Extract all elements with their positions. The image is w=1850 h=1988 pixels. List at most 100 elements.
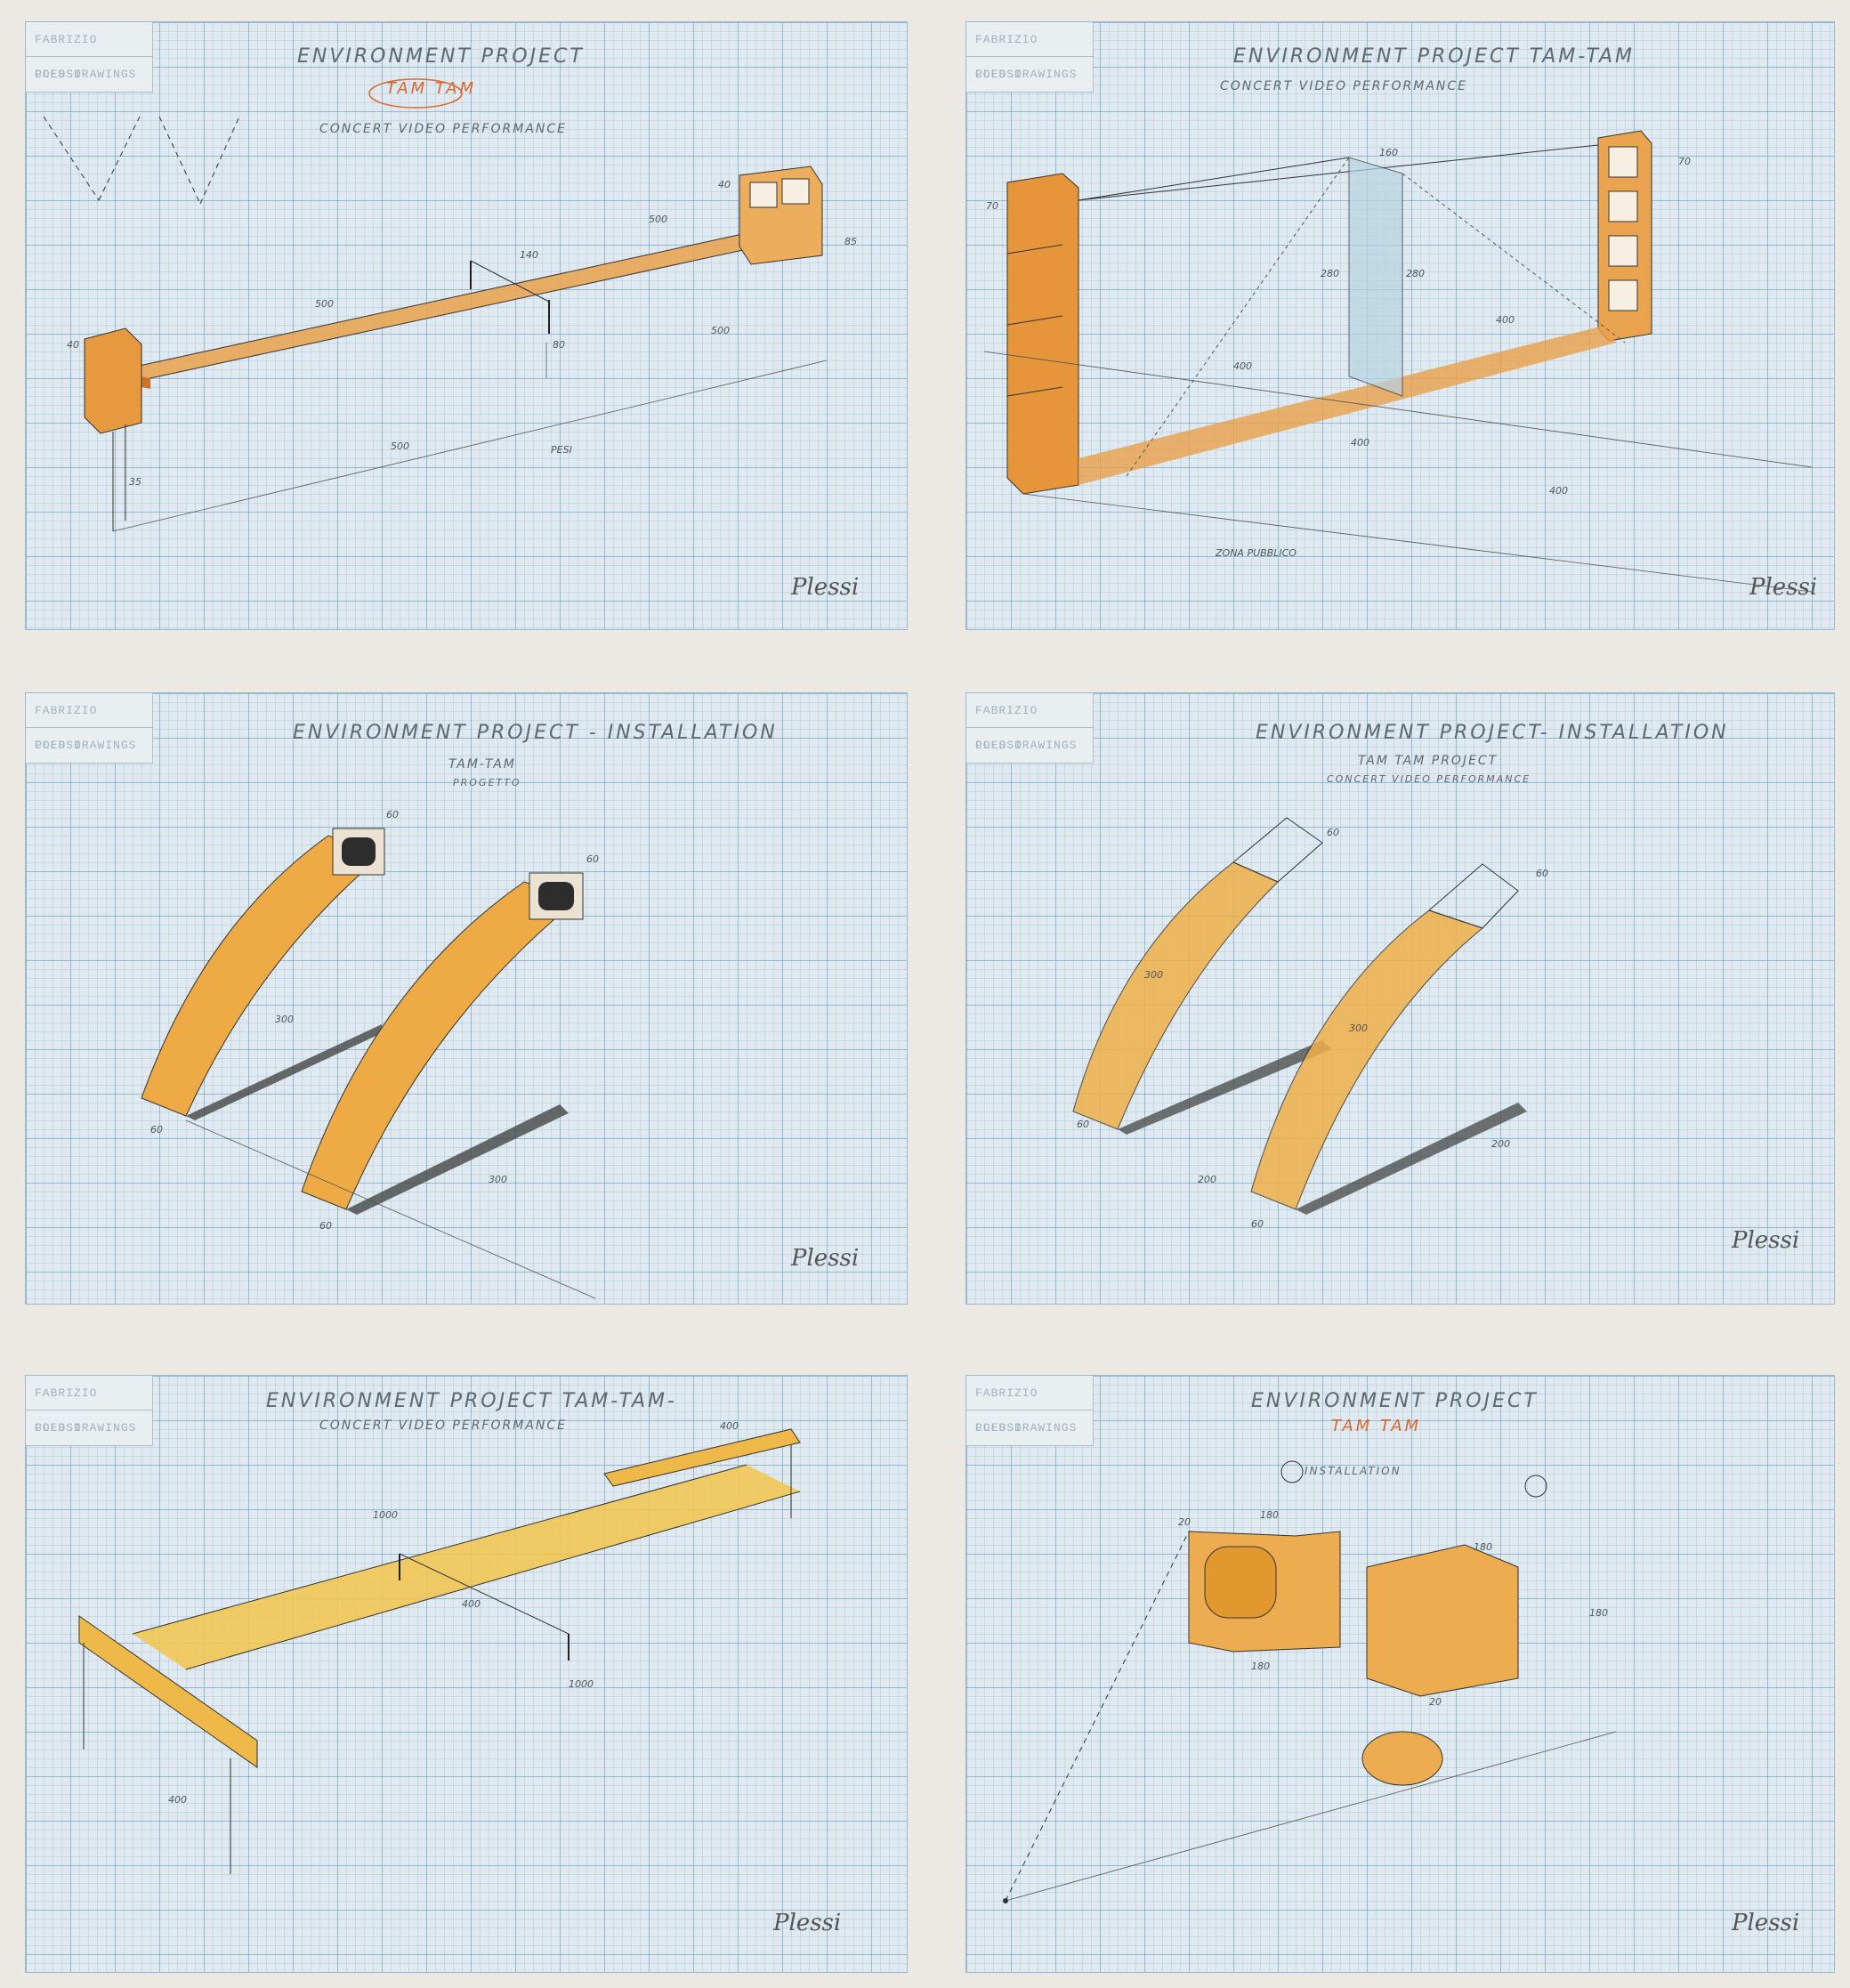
artist-stamp: FABRIZIO PLESSI COLD DRAWINGS <box>966 22 1094 93</box>
drawing-sheet-1: FABRIZIO PLESSI COLD DRAWINGS ENVIRONMEN… <box>0 0 925 659</box>
stamp-artist: FABRIZIO PLESSI <box>966 1376 1093 1434</box>
artist-stamp: FABRIZIO PLESSI COLD DRAWINGS <box>26 1376 153 1446</box>
dimension-label: 400 <box>1496 314 1515 326</box>
artist-signature: Plessi <box>1732 1910 1800 1936</box>
stamp-artist: FABRIZIO PLESSI <box>26 22 152 81</box>
drawing-caption: CONCERT VIDEO PERFORMANCE <box>1220 79 1467 93</box>
dimension-label: 200 <box>1491 1138 1510 1150</box>
dimension-label: 70 <box>986 200 998 212</box>
artist-signature: Plessi <box>1749 574 1818 601</box>
drawing-caption: CONCERT VIDEO PERFORMANCE <box>1327 773 1531 785</box>
graph-paper-6: FABRIZIO PLESSI COLD DRAWINGS ENVIRONMEN… <box>965 1375 1835 1973</box>
dimension-label: 300 <box>1144 969 1163 981</box>
dimension-label: 300 <box>1349 1022 1368 1034</box>
drawing-title: ENVIRONMENT PROJECT - INSTALLATION <box>293 722 778 744</box>
dimension-label: 400 <box>168 1794 187 1806</box>
dimension-label: 60 <box>386 809 399 820</box>
stamp-series: COLD DRAWINGS <box>975 739 1078 752</box>
drawing-subtitle: TAM TAM PROJECT <box>1358 754 1499 768</box>
graph-paper-4: FABRIZIO PLESSI COLD DRAWINGS ENVIRONMEN… <box>965 692 1835 1305</box>
dimension-label: 60 <box>586 853 599 865</box>
drawing-subtitle: TAM TAM <box>1331 1417 1422 1435</box>
sketch-curved-ramps <box>141 828 596 1299</box>
dimension-label: 200 <box>1198 1174 1216 1185</box>
drawing-sheet-5: FABRIZIO PLESSI COLD DRAWINGS ENVIRONMEN… <box>0 1330 925 1988</box>
sketch-curved-ramps-outline <box>1072 817 1527 1215</box>
drawing-caption: INSTALLATION <box>1305 1465 1402 1477</box>
stamp-artist: FABRIZIO PLESSI <box>26 693 152 752</box>
graph-paper-2: FABRIZIO PLESSI COLD DRAWINGS ENVIRONMEN… <box>965 21 1835 630</box>
graph-paper-5: FABRIZIO PLESSI COLD DRAWINGS ENVIRONMEN… <box>25 1375 908 1973</box>
dimension-label: 400 <box>1351 437 1369 449</box>
stamp-series: COLD DRAWINGS <box>975 68 1078 81</box>
artist-signature: Plessi <box>773 1910 842 1936</box>
dimension-label: 35 <box>129 476 141 488</box>
dimension-label: 60 <box>1327 827 1339 838</box>
dimension-label: 300 <box>275 1014 294 1025</box>
stamp-series: COLD DRAWINGS <box>35 68 137 81</box>
dimension-label: 70 <box>1678 156 1691 167</box>
dimension-label: 40 <box>718 179 731 190</box>
dimension-label: 400 <box>1549 485 1568 497</box>
dimension-label: 20 <box>1429 1696 1442 1708</box>
drawing-caption: CONCERT VIDEO PERFORMANCE <box>319 122 567 136</box>
dimension-label: 80 <box>553 339 565 351</box>
annotation-note: PESI <box>551 444 572 456</box>
dimension-label: 500 <box>711 325 730 336</box>
drawing-title: ENVIRONMENT PROJECT- INSTALLATION <box>1256 722 1729 744</box>
graph-paper-1: FABRIZIO PLESSI COLD DRAWINGS ENVIRONMEN… <box>25 21 908 630</box>
stamp-series: COLD DRAWINGS <box>35 739 137 752</box>
drawing-sheet-3: FABRIZIO PLESSI COLD DRAWINGS ENVIRONMEN… <box>0 659 925 1330</box>
artist-stamp: FABRIZIO PLESSI COLD DRAWINGS <box>26 22 153 93</box>
dimension-label: 400 <box>462 1598 481 1610</box>
dimension-label: 85 <box>844 236 857 247</box>
drawing-caption: CONCERT VIDEO PERFORMANCE <box>319 1418 567 1433</box>
dimension-label: 280 <box>1321 268 1339 279</box>
sketch-ping-pong-installation <box>43 78 828 532</box>
stamp-artist: FABRIZIO PLESSI <box>26 1376 152 1434</box>
dimension-label: 500 <box>649 214 667 225</box>
dimension-label: 180 <box>1260 1509 1279 1521</box>
dimension-label: 20 <box>1178 1516 1191 1528</box>
dimension-label: 400 <box>1233 360 1252 372</box>
dimension-label: 60 <box>1536 868 1548 879</box>
dimension-label: 60 <box>1077 1119 1089 1130</box>
drawing-sheet-2: FABRIZIO PLESSI COLD DRAWINGS ENVIRONMEN… <box>925 0 1850 659</box>
annotation-note: ZONA PUBBLICO <box>1216 547 1297 559</box>
drawing-sheet-6: FABRIZIO PLESSI COLD DRAWINGS ENVIRONMEN… <box>925 1330 1850 1988</box>
drawing-caption: PROGETTO <box>453 777 521 788</box>
drawing-title: ENVIRONMENT PROJECT TAM-TAM- <box>266 1390 677 1412</box>
dimension-label: 500 <box>315 298 334 310</box>
drawing-title: ENVIRONMENT PROJECT TAM-TAM <box>1233 45 1636 68</box>
stamp-artist: FABRIZIO PLESSI <box>966 693 1093 752</box>
artist-signature: Plessi <box>1732 1227 1800 1254</box>
stamp-artist: FABRIZIO PLESSI <box>966 22 1093 81</box>
dimension-label: 1000 <box>569 1678 594 1690</box>
drawing-title: ENVIRONMENT PROJECT <box>1251 1390 1539 1412</box>
dimension-label: 60 <box>319 1220 332 1232</box>
drawing-subtitle: TAM-TAM <box>448 757 516 772</box>
dimension-label: 300 <box>489 1174 507 1185</box>
artist-signature: Plessi <box>791 1245 860 1272</box>
artist-stamp: FABRIZIO PLESSI COLD DRAWINGS <box>966 693 1094 764</box>
dimension-label: 60 <box>150 1124 163 1135</box>
dimension-label: 180 <box>1474 1541 1492 1553</box>
stamp-series: COLD DRAWINGS <box>35 1421 137 1434</box>
artist-signature: Plessi <box>791 574 860 601</box>
dimension-label: 40 <box>67 339 79 351</box>
drawing-title: ENVIRONMENT PROJECT <box>297 45 585 68</box>
dimension-label: 280 <box>1406 268 1425 279</box>
artist-stamp: FABRIZIO PLESSI COLD DRAWINGS <box>966 1376 1094 1446</box>
dimension-label: 60 <box>1251 1218 1264 1230</box>
artist-stamp: FABRIZIO PLESSI COLD DRAWINGS <box>26 693 153 764</box>
sketch-video-towers <box>983 130 1813 593</box>
dimension-label: 400 <box>720 1420 739 1432</box>
dimension-label: 160 <box>1379 147 1398 158</box>
sketch-table-installation <box>78 1428 801 1874</box>
graph-paper-3: FABRIZIO PLESSI COLD DRAWINGS ENVIRONMEN… <box>25 692 908 1305</box>
sketch-monitor-boxes <box>1003 1460 1617 1903</box>
dimension-label: 180 <box>1251 1661 1270 1672</box>
dimension-label: 180 <box>1589 1607 1608 1619</box>
dimension-label: 500 <box>391 440 409 452</box>
stamp-series: COLD DRAWINGS <box>975 1421 1078 1434</box>
